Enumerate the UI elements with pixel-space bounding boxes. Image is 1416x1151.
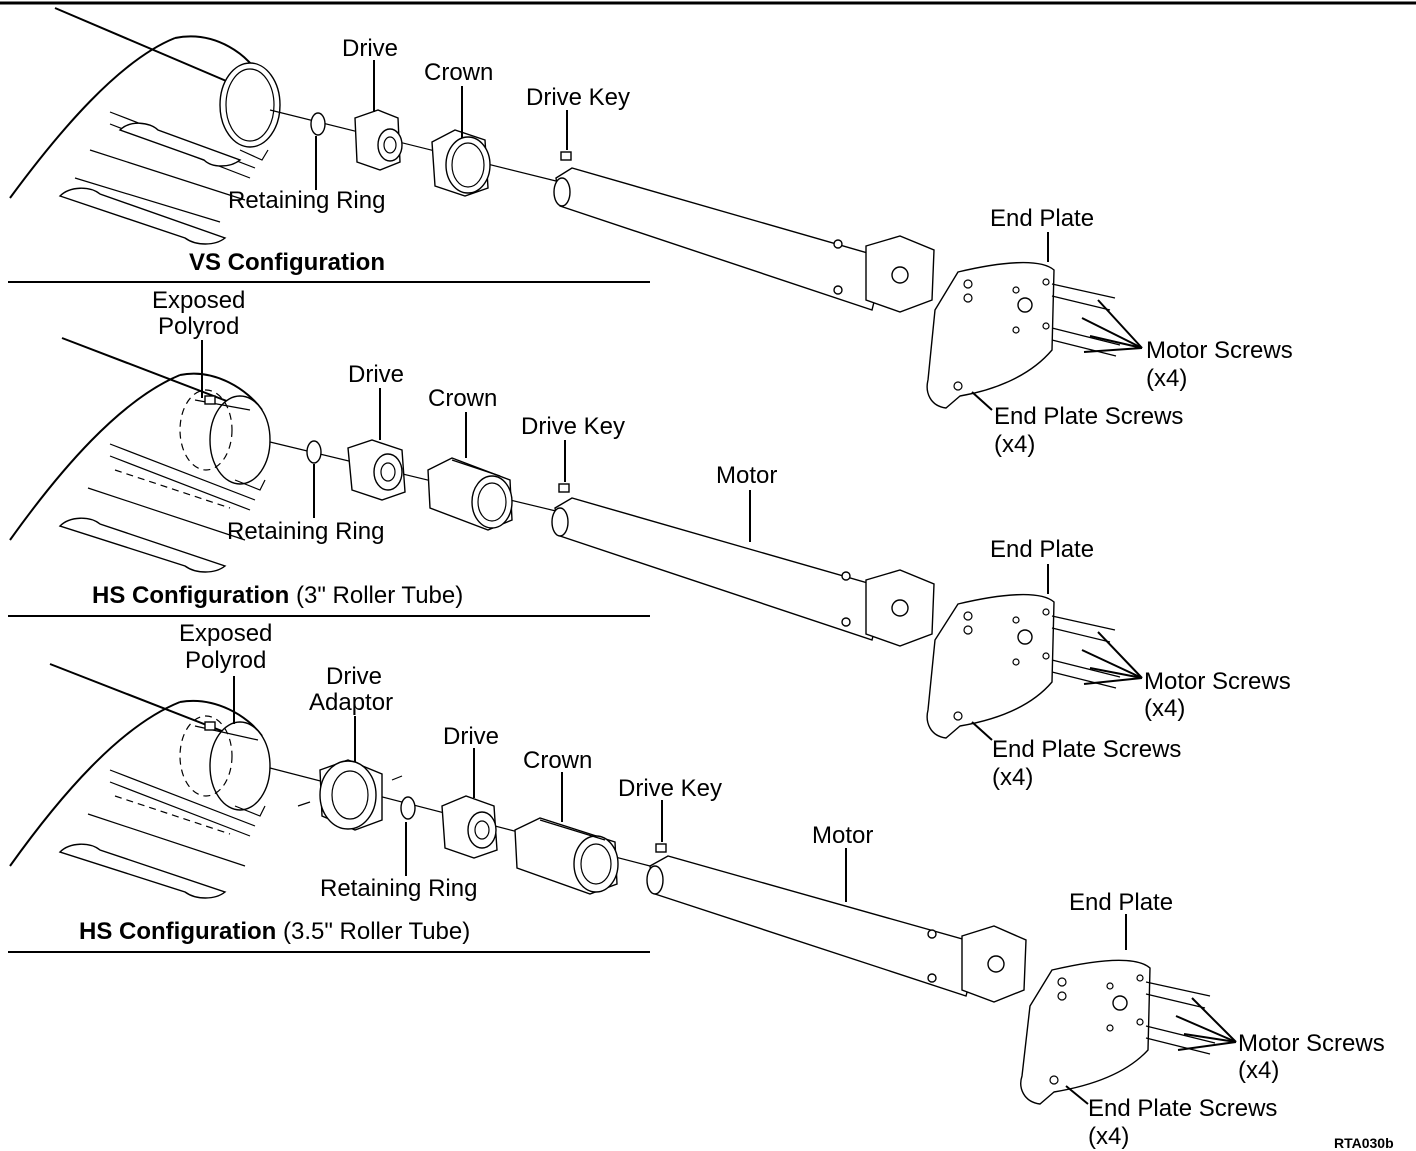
motor [646,855,1027,1003]
section-hs-3in: Exposed Polyrod Drive Crown Drive Key Re… [8,287,1291,791]
section-title-hs-3-5in: HS Configuration (3.5" Roller Tube) [79,918,470,945]
motor [551,497,935,647]
drive-key [560,151,572,161]
roller-tube-fabric [9,7,281,245]
crown [514,817,619,895]
label-exposed-polyrod-line2: Polyrod [185,647,266,674]
label-motor-screws-qty: (x4) [1144,695,1185,722]
retaining-ring [306,440,322,464]
drive-key [558,483,570,493]
label-end-plate-screws-qty: (x4) [992,764,1033,791]
label-drive-key: Drive Key [618,775,722,802]
label-drive-key: Drive Key [526,84,630,111]
label-end-plate-screws: End Plate Screws [994,403,1183,430]
label-end-plate-screws: End Plate Screws [1088,1095,1277,1122]
end-plate [1020,959,1151,1105]
motor [553,167,935,313]
label-drive-adaptor-line2: Adaptor [309,689,393,716]
label-motor-screws: Motor Screws [1144,668,1291,695]
label-motor-screws-qty: (x4) [1146,365,1187,392]
crown [427,457,513,531]
label-crown: Crown [424,59,493,86]
section-hs-3-5in: Exposed Polyrod Drive Adaptor Drive Crow… [8,620,1385,1150]
crown [431,129,491,197]
label-drive-adaptor-line1: Drive [326,663,382,690]
roller-tube-fabric [9,337,271,573]
label-end-plate-screws-qty: (x4) [1088,1123,1129,1150]
label-motor: Motor [716,462,777,489]
section-title-hs-3in: HS Configuration (3" Roller Tube) [92,582,463,609]
drive [441,795,498,859]
motor-screws [1051,615,1121,689]
label-crown: Crown [523,747,592,774]
label-exposed-polyrod-line1: Exposed [152,287,245,314]
label-drive: Drive [443,723,499,750]
section-title-vs: VS Configuration [189,249,385,276]
drive-adaptor [297,759,403,831]
label-end-plate: End Plate [1069,889,1173,916]
label-retaining-ring: Retaining Ring [320,875,477,902]
end-plate [926,593,1055,739]
figure-code: RTA030b [1334,1135,1394,1151]
label-motor-screws-qty: (x4) [1238,1057,1279,1084]
label-drive: Drive [342,35,398,62]
label-drive: Drive [348,361,404,388]
retaining-ring [400,796,416,820]
label-motor-screws: Motor Screws [1146,337,1293,364]
retaining-ring [310,112,326,136]
label-crown: Crown [428,385,497,412]
label-motor: Motor [812,822,873,849]
drive [347,439,406,501]
motor-screws [1051,283,1121,357]
label-motor-screws: Motor Screws [1238,1030,1385,1057]
label-end-plate: End Plate [990,205,1094,232]
drive [354,109,403,171]
label-end-plate-screws: End Plate Screws [992,736,1181,763]
label-retaining-ring: Retaining Ring [227,518,384,545]
end-plate [926,261,1055,409]
roller-tube-fabric [9,663,271,899]
motor-screws [1145,981,1216,1055]
section-vs: Drive Crown Drive Key Retaining Ring End… [8,7,1293,458]
label-end-plate: End Plate [990,536,1094,563]
label-retaining-ring: Retaining Ring [228,187,385,214]
drive-key [655,843,667,853]
label-end-plate-screws-qty: (x4) [994,431,1035,458]
label-exposed-polyrod-line2: Polyrod [158,313,239,340]
label-drive-key: Drive Key [521,413,625,440]
label-exposed-polyrod-line1: Exposed [179,620,272,647]
